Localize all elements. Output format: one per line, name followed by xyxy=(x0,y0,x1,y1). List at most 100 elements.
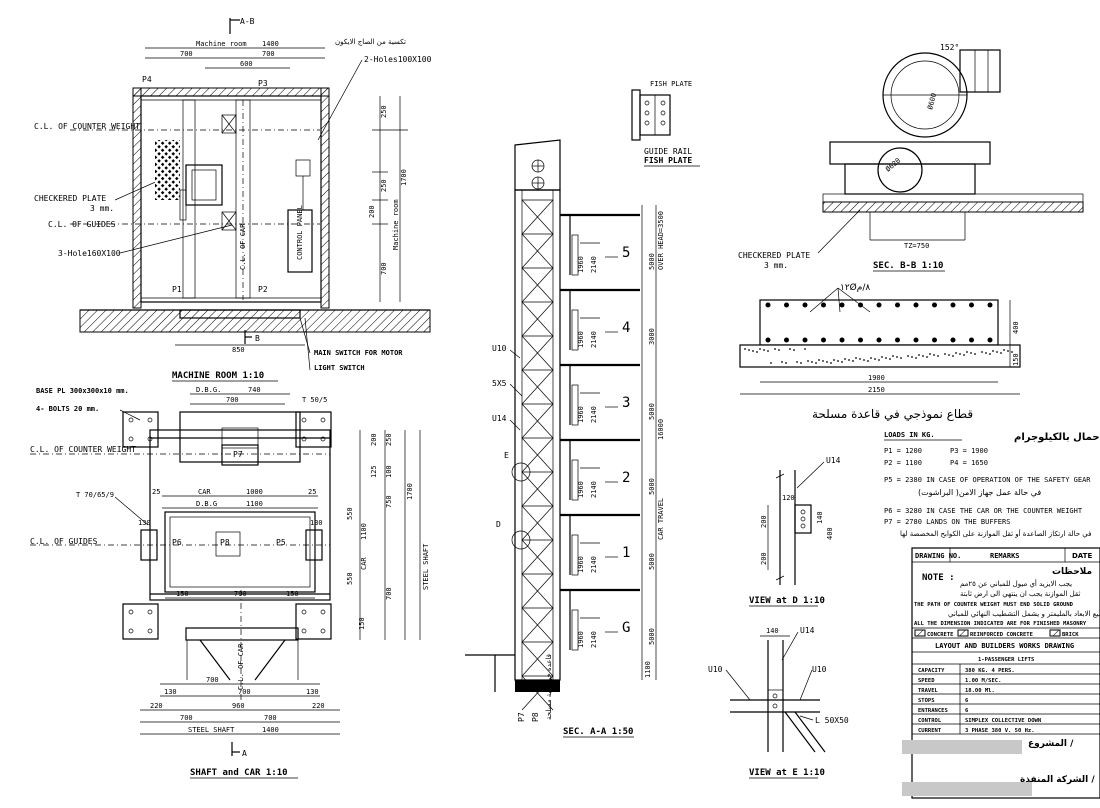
rebar-bottom xyxy=(895,337,900,343)
aggregate-dot xyxy=(981,351,983,353)
rebar-bottom xyxy=(876,337,882,343)
section-mark-ab: A-B xyxy=(240,17,255,26)
floor-number: 4 xyxy=(622,320,630,336)
view-d-dim-200-b: 200 xyxy=(760,552,768,565)
aggregate-dot xyxy=(889,358,891,360)
aggregate-dot xyxy=(800,362,802,364)
label-p3: P3 xyxy=(258,79,268,88)
aggregate-dot xyxy=(896,356,898,358)
aggregate-dot xyxy=(785,362,787,364)
over-head-label: OVER HEAD=3500 xyxy=(657,211,665,270)
note-en-2: ALL THE DIMENSION INDICATED ARE FOR FINI… xyxy=(914,621,1087,627)
aggregate-dot xyxy=(804,348,806,350)
tz-750: TZ=750 xyxy=(904,242,929,250)
door-frame xyxy=(571,384,579,426)
slab-dim-150: 150 xyxy=(1012,353,1020,366)
bb-checkered-mm: 3 mm. xyxy=(764,261,788,270)
detail-mark-d: D xyxy=(496,520,501,529)
label-5x5: 5X5 xyxy=(492,379,507,388)
view-d-dim-120: 120 xyxy=(782,494,795,502)
brace xyxy=(521,403,554,439)
shaft-car-plan: BASE PL 300x300x10 mm. 4- BOLTS 20 mm. D… xyxy=(30,386,430,779)
floor-number: 5 xyxy=(622,245,630,261)
dim-150-a: 150 xyxy=(176,590,189,598)
fish-plate-top-label: FISH PLATE xyxy=(650,80,692,88)
dim-floor-height: 5000 xyxy=(648,478,656,495)
view-d-title: VIEW at D 1:10 xyxy=(749,596,825,606)
rebar-bottom xyxy=(839,337,845,343)
aggregate-dot xyxy=(933,354,935,356)
brace xyxy=(521,335,554,371)
view-e-dim-140: 140 xyxy=(766,627,779,635)
drawing-title: LAYOUT AND BUILDERS WORKS DRAWING xyxy=(935,642,1074,650)
dim-2140: 2140 xyxy=(590,556,598,573)
dim-1960: 1960 xyxy=(577,331,585,348)
spec-value: 6 xyxy=(965,698,969,704)
rebar-bottom xyxy=(802,337,808,343)
aggregate-dot xyxy=(752,350,754,352)
spec-key: CONTROL xyxy=(918,718,942,724)
brace xyxy=(521,301,554,337)
dim-850: 850 xyxy=(232,346,245,354)
aggregate-dot xyxy=(793,349,795,351)
section-mark-b: B xyxy=(255,334,260,343)
door-frame xyxy=(571,234,579,276)
bolts-label: 4- BOLTS 20 mm. xyxy=(36,405,99,413)
aggregate-dot xyxy=(911,356,913,358)
aggregate-dot xyxy=(770,362,772,364)
aggregate-dot xyxy=(841,361,843,363)
label-p4: P4 xyxy=(142,75,152,84)
aggregate-dot xyxy=(937,355,939,357)
aggregate-dot xyxy=(881,356,883,358)
aggregate-dot xyxy=(926,356,928,358)
door-frame xyxy=(571,609,579,651)
dim-700-f: 700 xyxy=(264,714,277,722)
car-label-v: CAR xyxy=(360,557,368,570)
drawing-no-header: DRAWING NO. xyxy=(915,552,961,560)
cl-counter-weight-2: C.L. OF COUNTER WEIGHT xyxy=(30,445,136,454)
brace xyxy=(521,267,554,303)
steel-shaft-v: STEEL SHAFT xyxy=(422,543,430,590)
checkered-plate-mm: 3 mm. xyxy=(90,204,114,213)
date-header: DATE xyxy=(1072,552,1092,560)
car-travel-label: CAR TRAVEL xyxy=(657,498,665,540)
dim-790: 790 xyxy=(234,590,247,598)
slab-title-arabic: قطاع نموذجي في قاعدة مسلحة xyxy=(812,407,973,422)
legend-brick: BRICK xyxy=(1062,632,1079,638)
aggregate-dot xyxy=(767,350,769,352)
dim-150-c: 150 xyxy=(358,617,366,630)
aggregate-dot xyxy=(974,353,976,355)
aa-label-p8: P8 xyxy=(531,712,540,722)
aggregate-dot xyxy=(892,355,894,357)
dim-floor-height: 5000 xyxy=(648,553,656,570)
aggregate-dot xyxy=(992,350,994,352)
load-p2: P2 = 1100 xyxy=(884,459,922,467)
spec-key: STOPS xyxy=(918,698,935,704)
car-label-h: CAR xyxy=(198,488,211,496)
note-en-1: THE PATH OF COUNTER WEIGHT MUST END SOLI… xyxy=(914,602,1074,608)
aggregate-dot xyxy=(915,357,917,359)
steel-shaft-h: STEEL SHAFT xyxy=(188,726,235,734)
dim-200: 200 xyxy=(368,205,376,218)
aggregate-dot xyxy=(870,357,872,359)
dim-700-b: 700 xyxy=(262,50,275,58)
rebar-bottom xyxy=(858,337,863,343)
holes-left-label: 3-Hole160X100 xyxy=(58,249,121,258)
dim-130-c: 130 xyxy=(164,688,177,696)
floor-number: 1 xyxy=(622,545,630,561)
aggregate-dot xyxy=(900,357,902,359)
fish-plate-label: FISH PLATE xyxy=(644,156,692,165)
rebar-top xyxy=(839,302,845,308)
aggregate-dot xyxy=(855,357,857,359)
slab-dim-1900: 1900 xyxy=(868,374,885,382)
lift-type: 1-PASSENGER LIFTS xyxy=(978,657,1034,663)
dim-550-b: 550 xyxy=(346,572,354,585)
cl-counter-weight: C.L. OF COUNTER WEIGHT xyxy=(34,122,140,131)
aggregate-dot xyxy=(830,362,832,364)
rebar-bottom xyxy=(932,337,937,343)
aggregate-dot xyxy=(878,359,880,361)
legend-reinforced: REINFORCED CONCRETE xyxy=(970,632,1033,638)
dim-1100: 1100 xyxy=(246,500,263,508)
aggregate-dot xyxy=(959,353,961,355)
dim-700-top: 700 xyxy=(226,396,239,404)
